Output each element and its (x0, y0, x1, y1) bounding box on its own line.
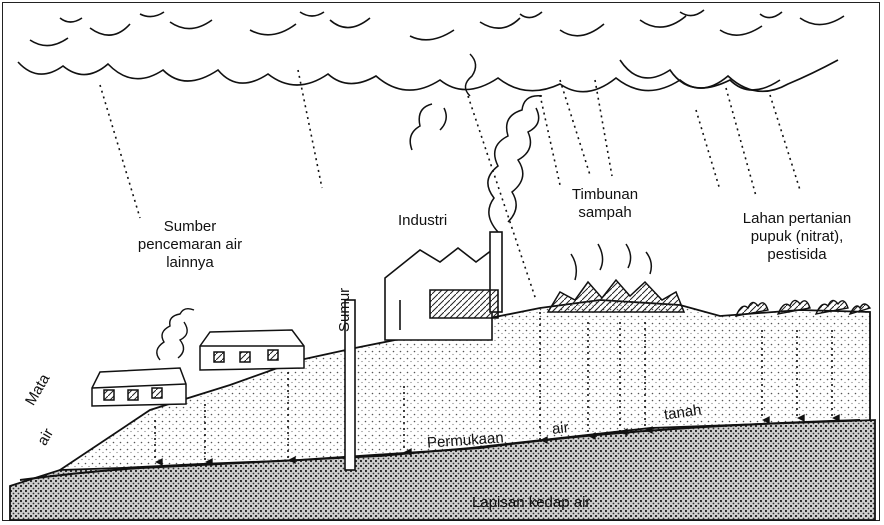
label-lahan-line3: pestisida (722, 246, 872, 264)
label-lahan-line1: Lahan pertanian (722, 210, 872, 228)
label-timbunan-sampah: Timbunan sampah (560, 186, 650, 222)
factory-smoke (410, 54, 542, 232)
label-timbunan-line2: sampah (560, 204, 650, 222)
rain-clouds (18, 10, 844, 92)
label-air-text: air (551, 419, 569, 438)
label-sumur: Sumur (336, 288, 354, 332)
label-lahan-pertanian: Lahan pertanian pupuk (nitrat), pestisid… (722, 210, 872, 264)
label-sumber-line1: Sumber (110, 218, 270, 236)
label-sumur-text: Sumur (336, 288, 353, 332)
label-lahan-line2: pupuk (nitrat), (722, 228, 872, 246)
label-industri: Industri (398, 212, 447, 230)
label-lapisan-kedap-air: Lapisan kedap air (472, 494, 590, 512)
label-sumber-line3: lainnya (110, 254, 270, 272)
label-timbunan-line1: Timbunan (560, 186, 650, 204)
label-sumber-pencemaran: Sumber pencemaran air lainnya (110, 218, 270, 272)
label-air: air (551, 419, 569, 439)
label-industri-text: Industri (398, 212, 447, 229)
house-smoke (157, 309, 194, 360)
factory-building (385, 232, 502, 340)
garbage-pile (548, 244, 684, 312)
label-lapisan-text: Lapisan kedap air (472, 494, 590, 511)
label-sumber-line2: pencemaran air (110, 236, 270, 254)
